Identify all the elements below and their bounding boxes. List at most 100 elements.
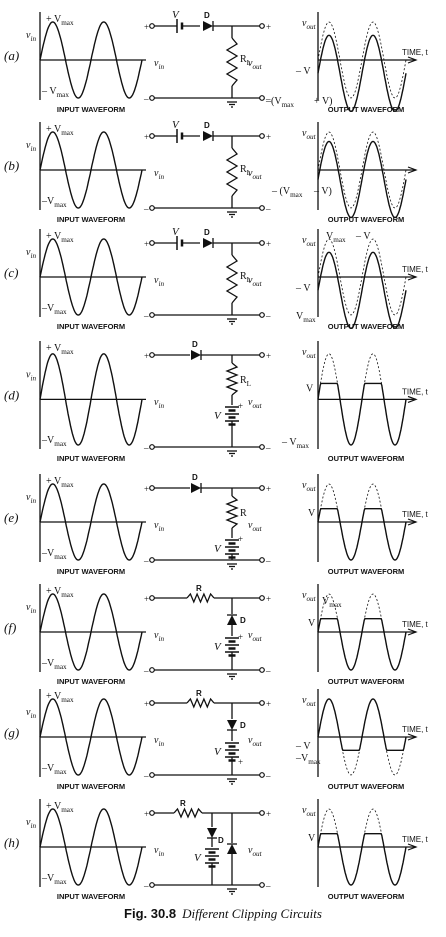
row-label: (h) [4,835,19,850]
neg-vmax-label: –Vmax [41,303,67,316]
output-caption: OUTPUT WAVEFORM [328,677,405,686]
vout-label: vout [248,58,263,71]
neg-vmax-label: –Vmax [41,548,67,561]
vout-axis-label: vout [302,235,317,248]
vmax-minus-v-label: Vmax [326,231,346,244]
neg-vmax-label: – Vmax [41,86,69,99]
input-reference-dashed [317,698,407,776]
diode-label: D [240,616,246,625]
row-label: (g) [4,725,19,740]
diode [191,483,201,493]
vmax-label: + Vmax [46,691,74,704]
minus-sign: – [265,881,271,891]
terminal [259,205,265,211]
terminal [149,485,155,491]
vin-label: vin [154,397,164,410]
neg-vmax-plus-v-tail: + V) [314,96,333,107]
diode-label: D [192,340,198,349]
row-label: (d) [4,387,19,402]
input-caption: INPUT WAVEFORM [57,782,125,791]
vin-label: vin [154,520,164,533]
input-caption: INPUT WAVEFORM [57,567,125,576]
terminal [259,557,265,563]
terminal [259,23,265,29]
plus-sign: + [238,534,243,544]
input-caption: INPUT WAVEFORM [57,892,125,900]
resistor [225,37,239,87]
load-label: RL [240,54,251,67]
terminal [149,444,155,450]
terminal [149,810,155,816]
vin-axis-label: vin [26,817,36,830]
source-label: V [172,119,180,131]
load-label: R [196,689,202,698]
plus-sign: + [144,22,149,32]
load-label: R [196,584,202,593]
load-label: R [240,508,247,519]
terminal [149,23,155,29]
output-sine [317,140,407,219]
neg-vmax-minus-v-tail: – V) [313,186,332,197]
time-arrow [407,166,418,174]
input-reference-dashed [317,131,407,209]
input-sine [39,483,143,561]
time-label: TIME, t [402,620,429,629]
input-sine [39,238,143,316]
neg-v-label: – V [295,283,311,294]
vout-label: vout [248,397,263,410]
terminal [259,133,265,139]
diode [207,828,217,838]
output-caption: OUTPUT WAVEFORM [328,215,405,224]
time-label: TIME, t [402,510,429,519]
minus-sign: – [265,94,271,104]
diode [227,720,237,730]
plus-sign: + [144,699,149,709]
input-caption: INPUT WAVEFORM [57,215,125,224]
terminal [149,133,155,139]
time-label: TIME, t [402,265,429,274]
terminal [149,882,155,888]
input-reference-dashed [317,593,407,671]
vout-axis-label: vout [302,128,317,141]
vout-axis-label: vout [302,590,317,603]
vin-label: vin [154,735,164,748]
row-label: (c) [4,265,18,280]
minus-sign: – [143,881,149,891]
plus-sign: + [144,809,149,819]
output-caption: OUTPUT WAVEFORM [328,322,405,331]
output-sine [317,508,407,561]
neg-vmax-label: –Vmax [41,196,67,209]
resistor [225,254,239,304]
plus-sign: + [266,594,271,604]
plus-sign: + [266,809,271,819]
vout-label: vout [248,630,263,643]
neg-v-label: – V [295,741,311,752]
plus-sign: + [144,484,149,494]
input-sine [39,593,143,671]
resistor [225,495,239,529]
source-label: V [214,410,222,422]
row-label: (f) [4,620,16,635]
output-sine [317,34,407,113]
plus-sign: + [266,351,271,361]
input-sine [39,131,143,209]
minus-sign: – [143,443,149,453]
vin-axis-label: vin [26,602,36,615]
resistor [225,362,239,396]
plus-sign: + [238,401,243,411]
terminal [259,882,265,888]
plus-sign: + [266,239,271,249]
